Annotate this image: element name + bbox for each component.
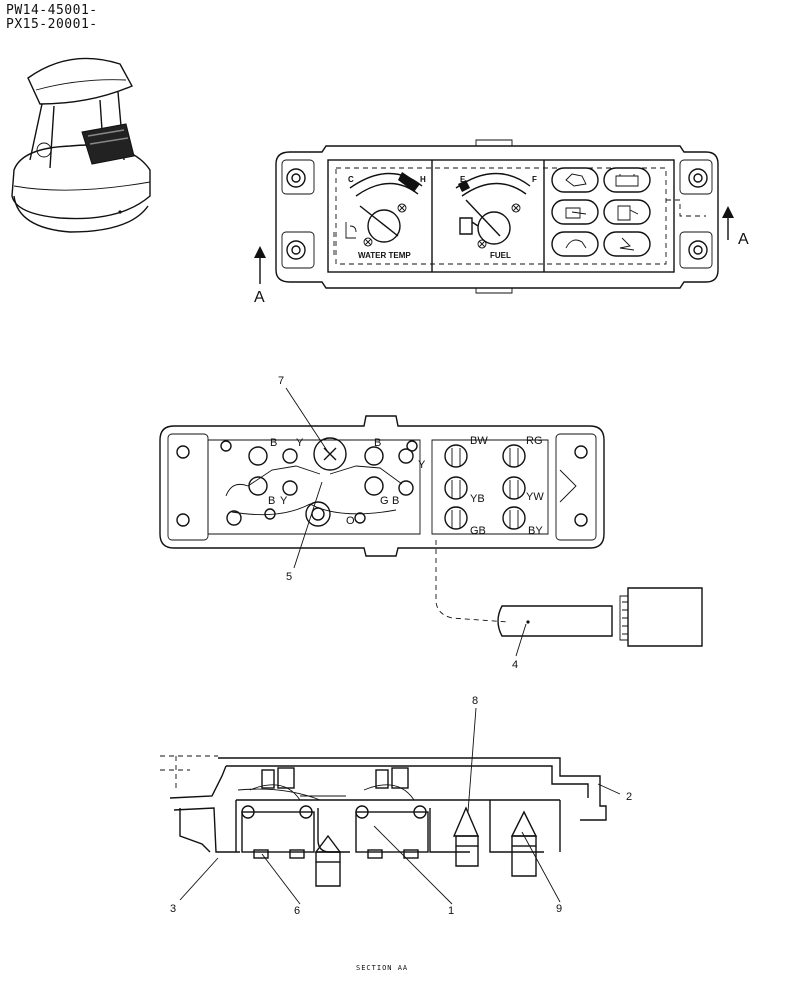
temp-high-mark: H — [420, 175, 426, 184]
callout-6: 6 — [294, 905, 300, 917]
callout-4: 4 — [512, 659, 518, 671]
wire-label-yw: YW — [526, 491, 544, 503]
wire-label-b4: B — [392, 495, 399, 507]
wire-label-bw: BW — [470, 435, 488, 447]
callout-3: 3 — [170, 903, 176, 915]
section-aa-view: 8 2 3 6 1 9 SECTION AA — [160, 695, 632, 972]
wire-label-y1: Y — [296, 437, 304, 449]
wire-label-o: O — [346, 515, 355, 527]
section-marker-left: A — [254, 289, 265, 306]
fuel-low-mark: E — [460, 175, 466, 184]
rear-panel-view: B Y B Y B Y G B O BW RG YB YW GB BY 7 5 … — [159, 375, 703, 671]
callout-9: 9 — [556, 903, 562, 915]
callout-1: 1 — [448, 905, 454, 917]
wire-label-by: BY — [528, 525, 543, 537]
serial-range-1: PW14-45001- — [6, 3, 98, 18]
wire-label-gb: GB — [470, 525, 486, 537]
section-caption: SECTION AA — [356, 964, 408, 972]
wire-label-yb: YB — [470, 493, 485, 505]
serial-range-2: PX15-20001- — [6, 17, 98, 32]
wire-label-b2: B — [374, 437, 381, 449]
wire-label-b1: B — [270, 437, 277, 449]
fuel-high-mark: F — [532, 175, 537, 184]
machine-thumbnail — [11, 57, 151, 233]
wire-label-g: G — [380, 495, 389, 507]
fuel-label: FUEL — [490, 251, 511, 260]
callout-2: 2 — [626, 791, 632, 803]
wire-label-rg: RG — [526, 435, 543, 447]
wire-label-b3: B — [268, 495, 275, 507]
water-temp-label: WATER TEMP — [358, 251, 411, 260]
section-marker-right: A — [738, 231, 749, 248]
callout-8: 8 — [472, 695, 478, 707]
wire-label-y3: Y — [280, 495, 288, 507]
temp-low-mark: C — [348, 175, 354, 184]
front-panel-view: C H WATER TEMP E F FUEL — [254, 139, 749, 306]
callout-7: 7 — [278, 375, 284, 387]
callout-5: 5 — [286, 571, 292, 583]
wire-label-y2: Y — [418, 459, 426, 471]
